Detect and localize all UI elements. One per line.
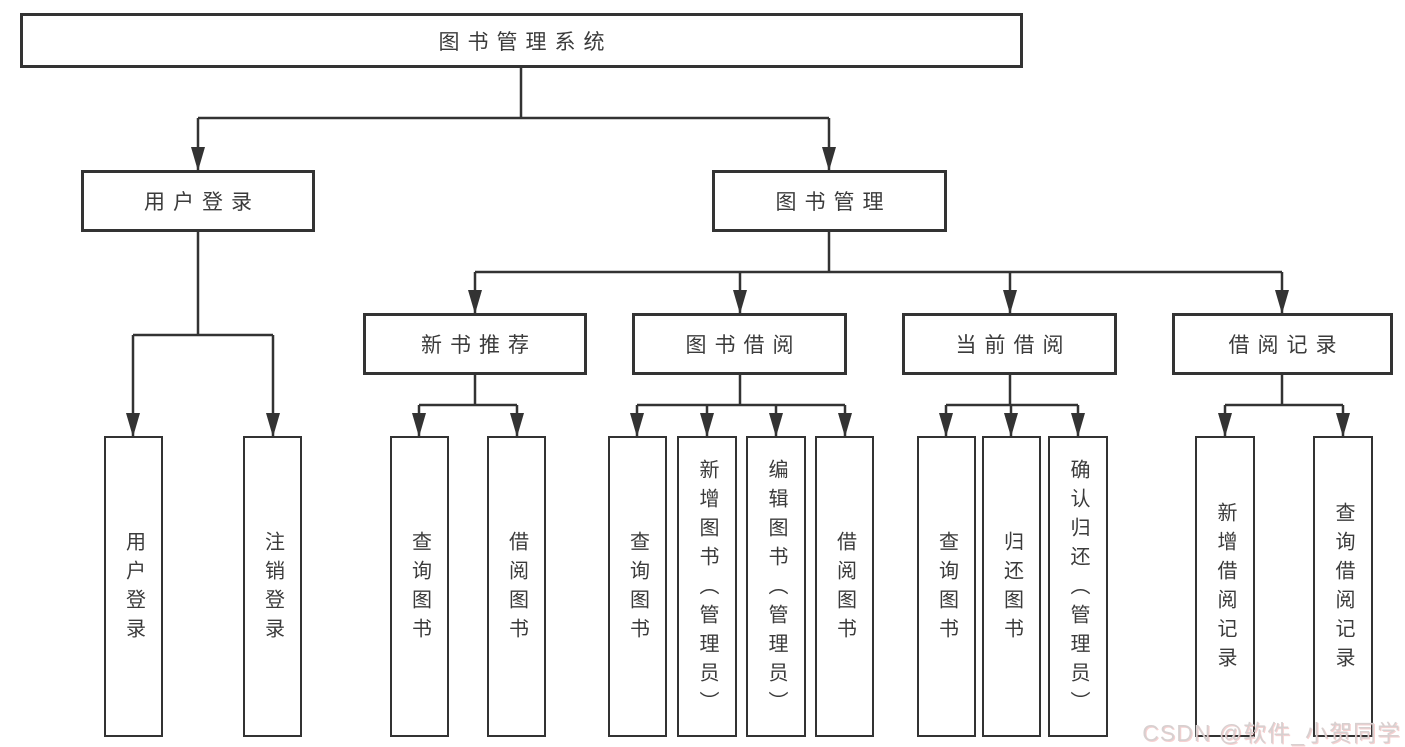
leaf-add-borrow-record: 新增借阅记录 [1195,436,1255,737]
leaf-add-books-admin: 新增图书（管理员） [677,436,737,737]
leaf-query-books-recommend: 查询图书 [390,436,449,737]
leaf-borrow-books: 借阅图书 [815,436,874,737]
node-user-login: 用户登录 [81,170,315,232]
leaf-borrow-books-recommend: 借阅图书 [487,436,546,737]
leaf-user-login: 用户登录 [104,436,163,737]
node-book-management: 图书管理 [712,170,947,232]
node-system-root: 图书管理系统 [20,13,1023,68]
leaf-logout: 注销登录 [243,436,302,737]
node-current-borrowing: 当前借阅 [902,313,1117,375]
leaf-query-borrow-record: 查询借阅记录 [1313,436,1373,737]
node-new-book-recommend: 新书推荐 [363,313,587,375]
leaf-confirm-return-admin: 确认归还（管理员） [1048,436,1108,737]
csdn-watermark: CSDN @软件_小贺同学 [1142,720,1401,746]
leaf-edit-books-admin: 编辑图书（管理员） [746,436,806,737]
node-borrowing-records: 借阅记录 [1172,313,1393,375]
leaf-query-books-current: 查询图书 [917,436,976,737]
node-book-borrowing: 图书借阅 [632,313,847,375]
leaf-return-books: 归还图书 [982,436,1041,737]
leaf-query-books-borrowing: 查询图书 [608,436,667,737]
